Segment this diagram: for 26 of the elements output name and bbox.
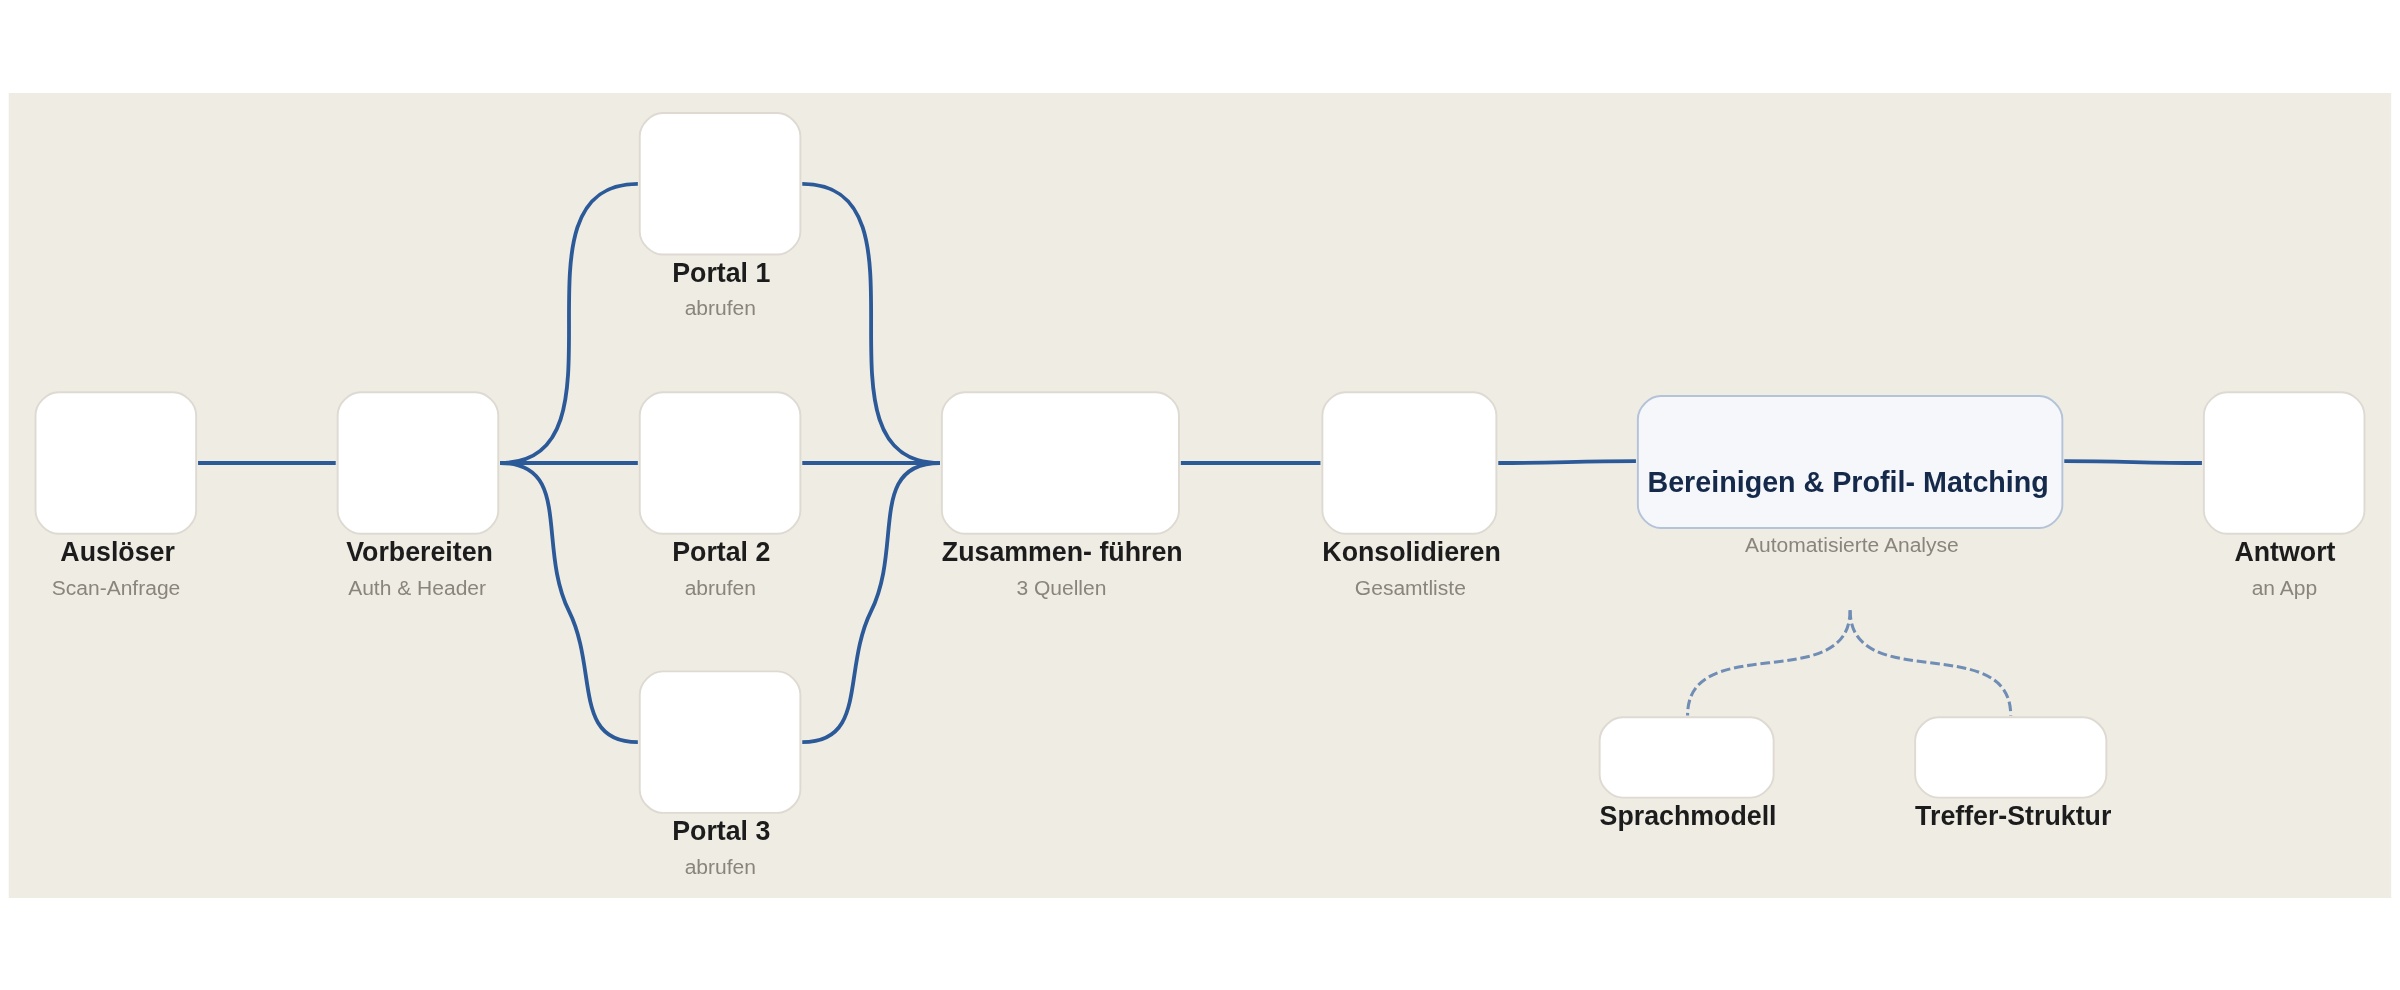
node-label: Auth & Header (348, 575, 487, 599)
node-label: Portal 2 (672, 536, 771, 567)
connector (1498, 458, 1636, 465)
node-label: an App (2251, 575, 2318, 599)
node-label: Gesamtliste (1354, 575, 1466, 599)
connector (2064, 458, 2202, 465)
node-label: Treffer-Struktur (1915, 800, 2112, 831)
node-label: abrufen (684, 575, 756, 599)
connector (499, 460, 639, 744)
node-label: Vorbereiten (346, 536, 493, 567)
connector (802, 460, 941, 744)
node-label: Sprachmodell (1599, 800, 1777, 831)
node-label: Portal 3 (672, 815, 771, 846)
node-label: 3 Quellen (1016, 575, 1107, 599)
node-label: Konsolidieren (1322, 536, 1501, 567)
node-label: Antwort (2234, 536, 2336, 567)
connector (1686, 609, 1852, 716)
node-label: abrufen (684, 854, 756, 878)
connector (1180, 460, 1321, 465)
connector (198, 460, 336, 465)
node-label: Automatisierte Analyse (1744, 532, 1959, 556)
node-label: Zusammen- führen (941, 536, 1183, 567)
node-label: Scan-Anfrage (51, 575, 181, 599)
node-label: Auslöser (60, 536, 175, 567)
node-label: abrufen (684, 295, 756, 319)
node-label: Portal 1 (672, 257, 771, 288)
